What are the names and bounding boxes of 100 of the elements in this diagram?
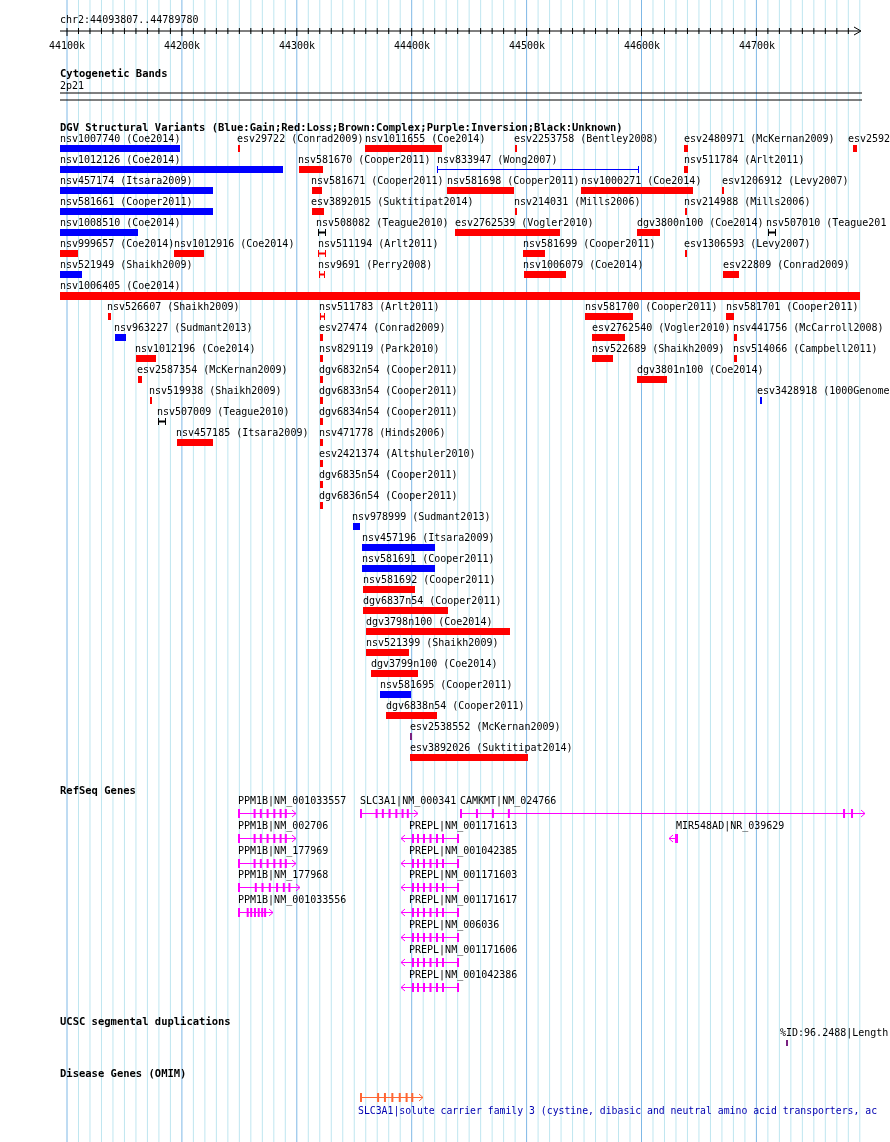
variant-label: nsv1012196 (Coe2014) (135, 343, 256, 355)
variant-label: nsv978999 (Sudmant2013) (352, 511, 491, 523)
variant-label: nsv521949 (Shaikh2009) (60, 259, 193, 271)
variant-label: nsv1007740 (Coe2014) (60, 133, 181, 145)
variant-label: nsv507009 (Teague2010) (157, 406, 290, 418)
variant-label: nsv471778 (Hinds2006) (319, 427, 446, 439)
variant-label: esv2421374 (Altshuler2010) (319, 448, 476, 460)
variant-label: nsv521399 (Shaikh2009) (366, 637, 499, 649)
variant-label: nsv581695 (Cooper2011) (380, 679, 513, 691)
variant-label: dgv6838n54 (Cooper2011) (386, 700, 525, 712)
variant-label: nsv511783 (Arlt2011) (319, 301, 440, 313)
variant-label: nsv508082 (Teague2010) (316, 217, 449, 229)
variant-label: esv3892026 (Suktitipat2014) (410, 742, 573, 754)
variant-label: nsv457174 (Itsara2009) (60, 175, 193, 187)
gene-label: PREPL|NM_001042385 (409, 845, 518, 857)
variant-label: nsv441756 (McCarroll2008) (733, 322, 884, 334)
gene-label: PREPL|NM_001171613 (409, 820, 518, 832)
variant-label: dgv3800n100 (Coe2014) (637, 217, 764, 229)
track-title: Cytogenetic Bands (60, 67, 168, 79)
gene-label: PPM1B|NM_001033556 (238, 894, 347, 906)
gene-label: PREPL|NM_001171617 (409, 894, 518, 906)
variant-label: nsv963227 (Sudmant2013) (114, 322, 253, 334)
variant-label: esv1206912 (Levy2007) (722, 175, 849, 187)
variant-label: nsv581661 (Cooper2011) (60, 196, 193, 208)
variant-label: nsv581700 (Cooper2011) (585, 301, 718, 313)
variant-label: esv2587354 (McKernan2009) (137, 364, 288, 376)
variant-label: dgv6832n54 (Cooper2011) (319, 364, 458, 376)
gene-label: PREPL|NM_001171603 (409, 869, 518, 881)
tick-label: 44500k (509, 40, 546, 52)
variant-label: nsv1012916 (Coe2014) (174, 238, 295, 250)
variant-label: nsv9691 (Perry2008) (318, 259, 433, 271)
gene-label: PREPL|NM_001171606 (409, 944, 518, 956)
variant-label: nsv511194 (Arlt2011) (318, 238, 439, 250)
variant-label: dgv6833n54 (Cooper2011) (319, 385, 458, 397)
variant-label: esv3892015 (Suktitipat2014) (311, 196, 474, 208)
track-title: DGV Structural Variants (Blue:Gain;Red:Loss;Brown:Complex;Purple:Inversion;Black:Unknown) (60, 121, 623, 133)
variant-label: esv2762539 (Vogler2010) (455, 217, 594, 229)
variant-label: nsv457196 (Itsara2009) (362, 532, 495, 544)
variant-label: esv1306593 (Levy2007) (684, 238, 811, 250)
variant-label: esv2480971 (McKernan2009) (684, 133, 835, 145)
variant-label: esv27474 (Conrad2009) (319, 322, 446, 334)
variant-label: nsv519938 (Shaikh2009) (149, 385, 282, 397)
coordinate-label: chr2:44093807..44789780 (60, 14, 199, 26)
variant-label: nsv214031 (Mills2006) (514, 196, 641, 208)
gene-label: SLC3A1|NM_000341 (360, 795, 457, 807)
gene-label: PPM1B|NM_177968 (238, 869, 329, 881)
tick-label: 44100k (49, 40, 86, 52)
gene-label: PPM1B|NM_177969 (238, 845, 329, 857)
variant-label: nsv1006405 (Coe2014) (60, 280, 181, 292)
variant-label: dgv6835n54 (Cooper2011) (319, 469, 458, 481)
track-title: Disease Genes (OMIM) (60, 1067, 187, 1079)
variant-label: dgv6834n54 (Cooper2011) (319, 406, 458, 418)
band-label: 2p21 (60, 80, 85, 92)
track-title: RefSeq Genes (60, 784, 136, 796)
variant-label: nsv581701 (Cooper2011) (726, 301, 859, 313)
variant-label: nsv581692 (Cooper2011) (363, 574, 496, 586)
tick-label: 44600k (624, 40, 661, 52)
variant-label: nsv514066 (Campbell2011) (733, 343, 878, 355)
variant-label: nsv526607 (Shaikh2009) (107, 301, 240, 313)
variant-label: dgv3801n100 (Coe2014) (637, 364, 764, 376)
variant-label: nsv507010 (Teague201 (766, 217, 887, 229)
tick-label: 44300k (279, 40, 316, 52)
variant-label: esv3428918 (1000Genome (757, 385, 890, 397)
variant-label: nsv1012126 (Coe2014) (60, 154, 181, 166)
gene-label: PREPL|NM_006036 (409, 919, 500, 931)
variant-label: nsv581671 (Cooper2011) (311, 175, 444, 187)
variant-label: dgv6837n54 (Cooper2011) (363, 595, 502, 607)
variant-label: nsv457185 (Itsara2009) (176, 427, 309, 439)
variant-label: esv2538552 (McKernan2009) (410, 721, 561, 733)
variant-label: nsv214988 (Mills2006) (684, 196, 811, 208)
variant-label: nsv581698 (Cooper2011) (447, 175, 580, 187)
variant-label: nsv829119 (Park2010) (319, 343, 440, 355)
variant-label: dgv3799n100 (Coe2014) (371, 658, 498, 670)
variant-label: nsv1006079 (Coe2014) (523, 259, 644, 271)
variant-label: nsv522689 (Shaikh2009) (592, 343, 725, 355)
variant-label: dgv3798n100 (Coe2014) (366, 616, 493, 628)
variant-label: nsv1000271 (Coe2014) (581, 175, 702, 187)
variant-label: esv2253758 (Bentley2008) (514, 133, 659, 145)
gene-label: PPM1B|NM_001033557 (238, 795, 347, 807)
track-title: UCSC segmental duplications (60, 1015, 231, 1027)
variant-label: dgv6836n54 (Cooper2011) (319, 490, 458, 502)
gene-label: MIR548AD|NR_039629 (676, 820, 785, 832)
duplication-label: %ID:96.2488|Length (780, 1027, 889, 1039)
variant-label: nsv581670 (Cooper2011) (298, 154, 431, 166)
disease-gene-label: SLC3A1|solute carrier family 3 (cystine, dibasic and neutral amino acid transporters, ac (358, 1105, 878, 1117)
variant-label: esv29722 (Conrad2009) (237, 133, 364, 145)
gene-label: CAMKMT|NM_024766 (460, 795, 557, 807)
gene-label: PREPL|NM_001042386 (409, 969, 518, 981)
variant-label: nsv511784 (Arlt2011) (684, 154, 805, 166)
variant-label: nsv1011655 (Coe2014) (365, 133, 486, 145)
variant-label: nsv1008510 (Coe2014) (60, 217, 181, 229)
variant-label: esv22809 (Conrad2009) (723, 259, 850, 271)
variant-label: nsv999657 (Coe2014) (60, 238, 175, 250)
variant-label: esv2592 (848, 133, 890, 145)
tick-label: 44700k (739, 40, 776, 52)
tick-label: 44400k (394, 40, 431, 52)
tick-label: 44200k (164, 40, 201, 52)
variant-label: nsv581691 (Cooper2011) (362, 553, 495, 565)
variant-label: esv2762540 (Vogler2010) (592, 322, 731, 334)
variant-label: nsv581699 (Cooper2011) (523, 238, 656, 250)
